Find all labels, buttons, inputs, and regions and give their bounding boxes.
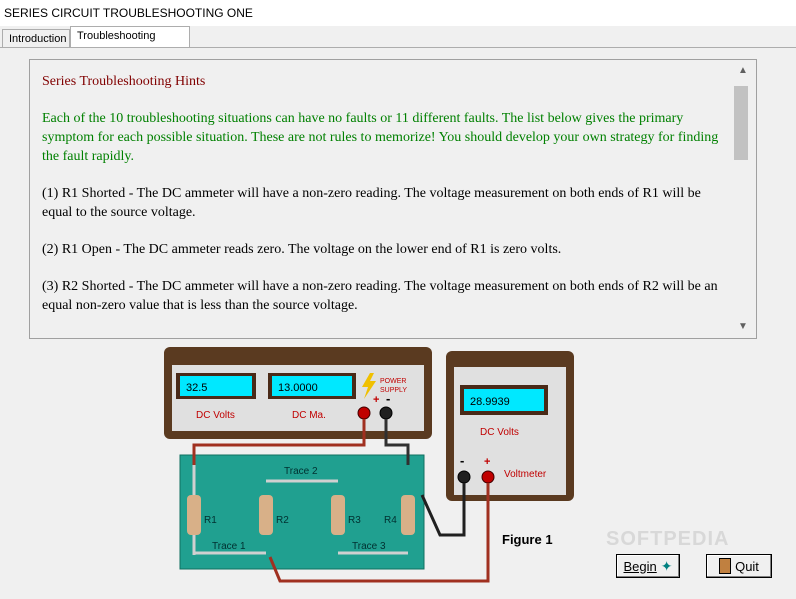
supply-minus-sign: - <box>386 391 390 406</box>
hints-heading: Series Troubleshooting Hints <box>42 74 206 89</box>
r1-label: R1 <box>204 515 217 526</box>
scroll-up-icon[interactable]: ▲ <box>738 65 748 76</box>
resistor-r1 <box>187 495 201 535</box>
resistor-r3 <box>331 495 345 535</box>
hint-item: (2) R1 Open - The DC ammeter reads zero.… <box>42 242 562 257</box>
hints-intro: Each of the 10 troubleshooting situation… <box>42 111 719 164</box>
begin-label: Begin <box>623 558 657 574</box>
trace-2-label: Trace 2 <box>284 466 318 477</box>
softpedia-watermark: SOFTPEDIA <box>606 528 730 550</box>
hints-content-area: Series Troubleshooting Hints Each of the… <box>30 60 730 338</box>
power-label-1: POWER <box>380 378 406 385</box>
vertical-scrollbar[interactable]: ▲ ▼ <box>730 60 756 338</box>
voltmeter-minus-sign: - <box>460 453 464 468</box>
trace-3-label: Trace 3 <box>352 541 386 552</box>
supply-negative-terminal <box>379 406 393 420</box>
ma-display <box>272 376 352 396</box>
black-supply-wire <box>384 419 410 465</box>
lightning-icon <box>362 373 376 399</box>
power-label-2: SUPPLY <box>380 387 407 394</box>
tab-introduction[interactable]: Introduction <box>2 29 70 47</box>
supply-ma-value: 13.0000 <box>278 382 318 394</box>
voltmeter-positive-terminal <box>481 470 495 484</box>
voltmeter-value: 28.9939 <box>470 396 510 408</box>
supply-plus-sign: + <box>373 394 379 406</box>
tab-strip: Introduction Troubleshooting Hints <box>0 26 796 61</box>
voltmeter-display <box>464 389 544 411</box>
title-bar: SERIES CIRCUIT TROUBLESHOOTING ONE <box>0 0 796 26</box>
supply-volts-label: DC Volts <box>196 410 235 421</box>
r3-label: R3 <box>348 515 361 526</box>
voltmeter-negative-terminal <box>457 470 471 484</box>
supply-volts-value: 32.5 <box>186 382 207 394</box>
circuit-figure: 32.5 13.0000 DC Volts DC Ma. POWER SUPPL… <box>164 347 574 583</box>
supply-ma-label: DC Ma. <box>292 410 326 421</box>
hint-item: (3) R2 Shorted - The DC ammeter will hav… <box>42 279 718 313</box>
tab-troubleshooting-hints[interactable]: Troubleshooting Hints <box>70 26 190 61</box>
window-title: SERIES CIRCUIT TROUBLESHOOTING ONE <box>4 6 253 20</box>
scrollbar-thumb[interactable] <box>734 86 748 160</box>
voltmeter-name-label: Voltmeter <box>504 469 547 480</box>
r4-label: R4 <box>384 515 397 526</box>
hint-item: (1) R1 Shorted - The DC ammeter will hav… <box>42 186 701 220</box>
walking-person-icon: ✦ <box>660 557 673 574</box>
trace-1-label: Trace 1 <box>212 541 246 552</box>
resistor-r2 <box>259 495 273 535</box>
voltmeter-black-probe-wire <box>420 483 466 537</box>
voltmeter-plus-sign: + <box>484 456 490 468</box>
door-exit-icon <box>719 558 732 574</box>
quit-button[interactable]: Quit <box>706 554 772 578</box>
quit-label: Quit <box>735 558 759 574</box>
resistor-r4 <box>401 495 415 535</box>
volts-display <box>180 376 252 396</box>
figure-label: Figure 1 <box>502 532 553 547</box>
begin-button[interactable]: Begin ✦ <box>616 554 680 578</box>
circuit-board <box>179 454 425 570</box>
red-supply-wire <box>192 419 366 465</box>
supply-positive-terminal <box>357 406 371 420</box>
r2-label: R2 <box>276 515 289 526</box>
hints-textbox[interactable]: Series Troubleshooting Hints Each of the… <box>29 59 757 339</box>
scroll-down-icon[interactable]: ▼ <box>738 321 748 332</box>
voltmeter-red-probe-wire <box>268 483 490 583</box>
voltmeter-units-label: DC Volts <box>480 427 519 438</box>
